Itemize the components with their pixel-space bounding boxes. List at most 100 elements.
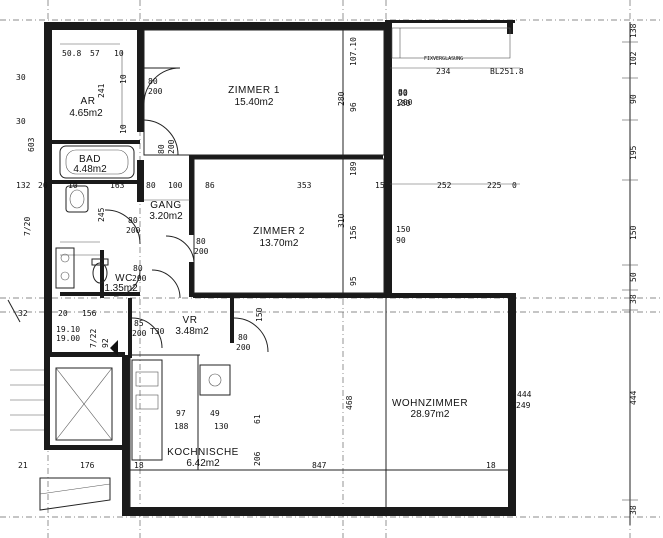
dim-163: 163 — [110, 181, 125, 190]
room-name-bad: BAD — [79, 154, 101, 165]
dim-10a: 10 — [119, 74, 128, 84]
walls — [44, 20, 516, 516]
dim-80: 80 — [146, 181, 156, 190]
dim-19-10: 19.10 — [56, 325, 80, 334]
room-area-kochnische: 6.42m2 — [186, 458, 220, 469]
right-dim-90: 90 — [629, 94, 638, 104]
dim-150b: 150 — [255, 307, 264, 322]
door-labels: 80 200 80 200 80 200 80 200 80 200 80 20… — [126, 77, 413, 352]
dim-280: 280 — [337, 91, 346, 106]
room-name-zimmer2: ZIMMER 2 — [253, 226, 305, 237]
room-area-zimmer2: 13.70m2 — [260, 238, 299, 249]
door-height-7: 200 — [398, 98, 413, 107]
dim-188: 188 — [174, 422, 189, 431]
dim-130: 130 — [214, 422, 229, 431]
room-labels: ZIMMER 1 15.40m2 ZIMMER 2 13.70m2 AR 4.6… — [69, 85, 467, 469]
dim-132: 132 — [16, 181, 31, 190]
room-area-zimmer1: 15.40m2 — [235, 97, 274, 108]
door-width-8: 85 — [134, 319, 144, 328]
right-dim-444: 444 — [629, 390, 638, 405]
door-width-1: 80 — [148, 77, 158, 86]
dim-21: 21 — [18, 461, 28, 470]
right-dim-50: 50 — [629, 272, 638, 282]
dim-86: 86 — [205, 181, 215, 190]
door-width-5: 80 — [133, 264, 143, 273]
dim-10b: 10 — [119, 124, 128, 134]
door-height-2: 200 — [167, 139, 176, 154]
right-dim-102: 102 — [629, 51, 638, 66]
door-width-3: 80 — [128, 216, 138, 225]
room-name-wc: WC — [115, 273, 133, 284]
right-dim-38b: 38 — [629, 505, 638, 515]
dim-245: 245 — [97, 207, 106, 222]
dim-top-left-a: 50.8 — [62, 49, 81, 58]
room-area-wc: 1.35m2 — [104, 283, 138, 294]
dim-t30: T30 — [150, 327, 165, 336]
room-area-ar: 4.65m2 — [69, 108, 103, 119]
dim-19-00: 19.00 — [56, 334, 80, 343]
door-width-7: 80 — [398, 88, 408, 97]
dim-249: 249 — [516, 401, 531, 410]
dim-top-left-b: 57 — [90, 49, 100, 58]
dim-20b: 20 — [58, 309, 68, 318]
dim-32: 32 — [18, 309, 28, 318]
right-dim-150: 150 — [629, 225, 638, 240]
dim-156: 156 — [349, 225, 358, 240]
room-area-bad: 4.48m2 — [73, 164, 107, 175]
dim-156b: 156 — [82, 309, 97, 318]
partitions — [60, 27, 520, 507]
dim-10c: 10 — [68, 181, 78, 190]
dimensions: 50.8 57 10 241 10 10 603 30 30 132 20 10… — [16, 37, 532, 470]
room-name-ar: AR — [81, 96, 96, 107]
right-dim-195: 195 — [629, 145, 638, 160]
dim-150a: 150 — [396, 225, 411, 234]
dim-189: 189 — [349, 161, 358, 176]
door-swings — [104, 67, 269, 353]
door-height-8: 200 — [132, 329, 147, 338]
door-width-4: 80 — [196, 237, 206, 246]
door-height-1: 200 — [148, 87, 163, 96]
room-area-gang: 3.20m2 — [149, 211, 183, 222]
dim-61: 61 — [253, 414, 262, 424]
dim-beton: BL251.8 — [490, 67, 524, 76]
dim-206: 206 — [253, 451, 262, 466]
dim-top-left-c: 10 — [114, 49, 124, 58]
dim-90b: 90 — [396, 236, 406, 245]
dim-176: 176 — [80, 461, 95, 470]
dim-7-22: 7/22 — [89, 329, 98, 348]
room-name-gang: GANG — [150, 200, 181, 211]
door-width-6: 80 — [238, 333, 248, 342]
door-height-6: 200 — [236, 343, 251, 352]
dim-96: 96 — [349, 102, 358, 112]
dim-180: 180 — [396, 99, 411, 108]
dim-30a: 30 — [16, 73, 26, 82]
dim-95: 95 — [349, 276, 358, 286]
room-name-vr: VR — [183, 315, 198, 326]
dim-97: 97 — [176, 409, 186, 418]
right-dimension-strip: 138 102 90 195 150 50 38 444 38 — [622, 22, 638, 525]
dim-49: 49 — [210, 409, 220, 418]
dim-15: 15 — [375, 181, 385, 190]
dim-353: 353 — [297, 181, 312, 190]
door-height-5: 200 — [132, 274, 147, 283]
fixverglasung-label: FIXVERGLASUNG — [424, 56, 463, 62]
dim-847: 847 — [312, 461, 327, 470]
dim-20: 20 — [38, 181, 48, 190]
dim-234: 234 — [436, 67, 451, 76]
dim-7-20: 7/20 — [23, 217, 32, 236]
right-dim-138: 138 — [629, 23, 638, 38]
dim-225: 225 — [487, 181, 502, 190]
door-width-2: 80 — [157, 144, 166, 154]
dim-241: 241 — [97, 83, 106, 98]
dim-603: 603 — [27, 137, 36, 152]
dim-310: 310 — [337, 213, 346, 228]
dim-468: 468 — [345, 395, 354, 410]
door-height-4: 200 — [194, 247, 209, 256]
room-name-kochnische: KOCHNISCHE — [167, 447, 239, 458]
dim-252: 252 — [437, 181, 452, 190]
room-name-zimmer1: ZIMMER 1 — [228, 85, 280, 96]
dim-92: 92 — [101, 338, 110, 348]
room-area-vr: 3.48m2 — [175, 326, 209, 337]
